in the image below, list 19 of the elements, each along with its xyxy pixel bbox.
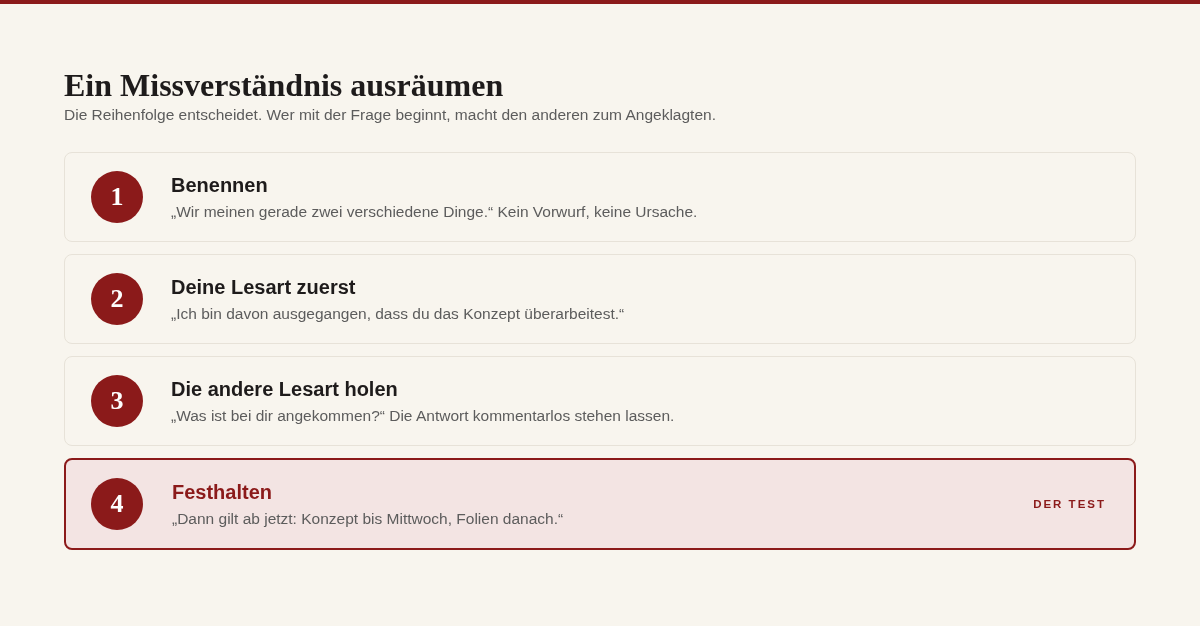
step-card (64, 254, 1136, 344)
step-card (64, 356, 1136, 446)
step-description: „Wir meinen gerade zwei verschiedene Dinge.“ Kein Vorwurf, keine Ursache. (171, 202, 698, 222)
step-heading: Die andere Lesart holen (171, 377, 398, 402)
step-heading: Festhalten (172, 480, 273, 505)
step-description: „Ich bin davon ausgegangen, dass du das Konzept überarbeitest.“ (171, 304, 625, 324)
highlighted-step-card (64, 458, 1136, 550)
step-number: 4 (91, 478, 143, 530)
step-card (64, 152, 1136, 242)
step-number: 2 (91, 273, 143, 325)
step-number: 3 (91, 375, 143, 427)
step-number: 1 (91, 171, 143, 223)
step-description: „Dann gilt ab jetzt: Konzept bis Mittwoch, Folien danach.“ (172, 509, 564, 529)
step-tag-label: DER TEST (1033, 497, 1106, 511)
step-heading: Deine Lesart zuerst (171, 275, 356, 300)
subtitle: Die Reihenfolge entscheidet. Wer mit der Frage beginnt, macht den anderen zum Angeklagten. (64, 105, 716, 125)
diagram-title: Ein Missverständnis ausräumen (64, 66, 504, 104)
step-description: „Was ist bei dir angekommen?“ Die Antwort kommentarlos stehen lassen. (171, 406, 675, 426)
step-heading: Benennen (171, 173, 268, 198)
